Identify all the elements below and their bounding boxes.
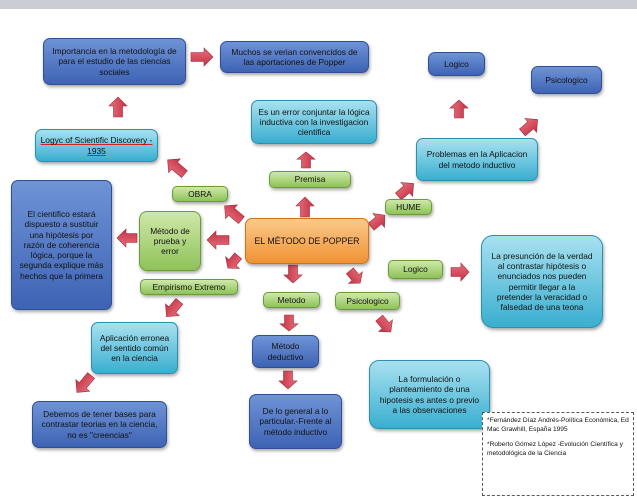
center-popper-method-node: EL MÉTODO DE POPPER: [245, 218, 369, 264]
arrow-to-inductive-error: [296, 151, 316, 169]
psicologico-top-node: Psicologico: [531, 66, 602, 94]
arrow-to-formulation: [375, 314, 393, 333]
reference-2: *Roberto Gómez López -Evolución Científi…: [487, 440, 623, 457]
inductive-error-node: Es un error conjuntar la lógica inductiv…: [251, 100, 377, 144]
arrow-to-psicologico-top: [519, 118, 538, 137]
scientist-hypothesis-node: El cientifico estará dispuesto a sustitu…: [11, 180, 112, 310]
arrow-to-hume: [367, 213, 386, 231]
empirismo-node: Empirismo Extremo: [140, 279, 238, 295]
top-bar: [0, 0, 637, 9]
general-particular-node: De lo general a lo particular.-Frente al…: [249, 394, 342, 449]
reference-1: *Fernández Díaz Andrés-Política Económic…: [487, 417, 629, 433]
hypothesis-formulation-node: La formulación o planteamiento de una hi…: [369, 360, 490, 429]
hume-node: HUME: [385, 199, 432, 215]
arrow-to-common-sense: [165, 298, 184, 317]
arrow-to-contributions: [190, 47, 214, 67]
premisa-node: Premisa: [269, 171, 351, 188]
arrow-to-premisa: [295, 196, 315, 218]
arrow-to-obra: [224, 204, 245, 224]
arrow-to-psicologico-mid: [345, 267, 363, 284]
popper-contributions-node: Muchos se verian convencidos de las apor…: [220, 41, 369, 73]
psicologico-mid-node: Psicologico: [335, 292, 400, 310]
arrow-to-metodo: [283, 264, 303, 284]
arrow-to-trial-error: [206, 230, 230, 250]
logico-top-node: Logico: [428, 52, 485, 76]
arrow-to-deductive: [279, 314, 299, 332]
arrow-to-logico-top: [449, 99, 469, 119]
arrow-to-problems: [395, 182, 414, 201]
trial-error-method-node: Método de prueba y error: [139, 211, 201, 271]
logyc-discovery-node: Logyc of Scientific Discovery - 1935: [35, 129, 158, 162]
arrow-to-logyc: [167, 158, 188, 178]
logico-mid-node: Logico: [388, 260, 443, 279]
theory-bases-node: Debemos de tener bases para contrastar t…: [32, 401, 167, 448]
obra-node: OBRA: [172, 186, 228, 202]
inductive-problems-node: Problemas en la Aplicacion del metodo in…: [416, 138, 538, 181]
arrow-to-presumption: [450, 262, 470, 282]
logyc-discovery-label: Logyc of Scientific Discovery - 1935: [40, 135, 153, 156]
importance-node: Importancia en la metodología de para el…: [43, 38, 186, 85]
arrow-to-importance: [108, 96, 128, 118]
arrow-to-empirismo: [225, 252, 243, 269]
deductive-method-node: Método deductivo: [252, 335, 319, 368]
truth-presumption-node: La presunción de la verdad al contrastar…: [481, 235, 603, 328]
arrow-to-scientist: [116, 228, 138, 248]
metodo-node: Metodo: [263, 292, 320, 308]
arrow-to-theory-bases: [75, 372, 95, 393]
arrow-to-general: [278, 370, 298, 390]
references-box: *Fernández Díaz Andrés-Política Económic…: [482, 412, 634, 496]
common-sense-node: Aplicación erronea del sentido común en …: [91, 322, 178, 374]
